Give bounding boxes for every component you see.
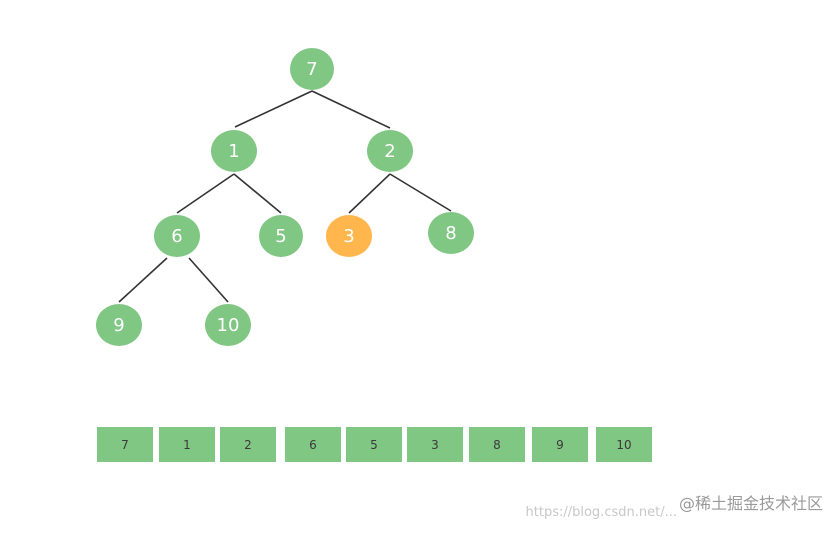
tree-edge-n2-n8 [389,173,452,212]
tree-edge-n6-n10 [188,257,229,303]
tree-node: 10 [205,304,251,346]
tree-edge-n6-n9 [118,257,168,303]
array-cell: 3 [407,427,463,462]
tree-edge-n7-n2 [311,90,391,129]
tree-node: 5 [259,215,303,257]
array-cell: 7 [97,427,153,462]
array-cell: 9 [532,427,588,462]
watermark-url: https://blog.csdn.net/... [525,505,677,520]
tree-edge-n1-n5 [233,173,282,214]
array-cell: 10 [596,427,652,462]
tree-edge-n2-n3 [348,173,391,214]
tree-node: 9 [96,304,142,346]
array-cell: 5 [346,427,402,462]
tree-node-highlighted: 3 [326,215,372,257]
tree-edge-n1-n6 [176,173,235,214]
tree-edge-n7-n1 [234,90,313,128]
tree-node: 8 [428,212,474,254]
array-cell: 1 [159,427,215,462]
tree-node: 1 [211,130,257,172]
tree-node: 6 [154,215,200,257]
watermark-brand: @稀土掘金技术社区 [678,494,823,513]
tree-node: 7 [290,48,334,90]
watermark: https://blog.csdn.net/... @稀土掘金技术社区 [525,494,823,520]
array-cell: 8 [469,427,525,462]
array-cell: 2 [220,427,276,462]
tree-node: 2 [367,130,413,172]
array-cell: 6 [285,427,341,462]
